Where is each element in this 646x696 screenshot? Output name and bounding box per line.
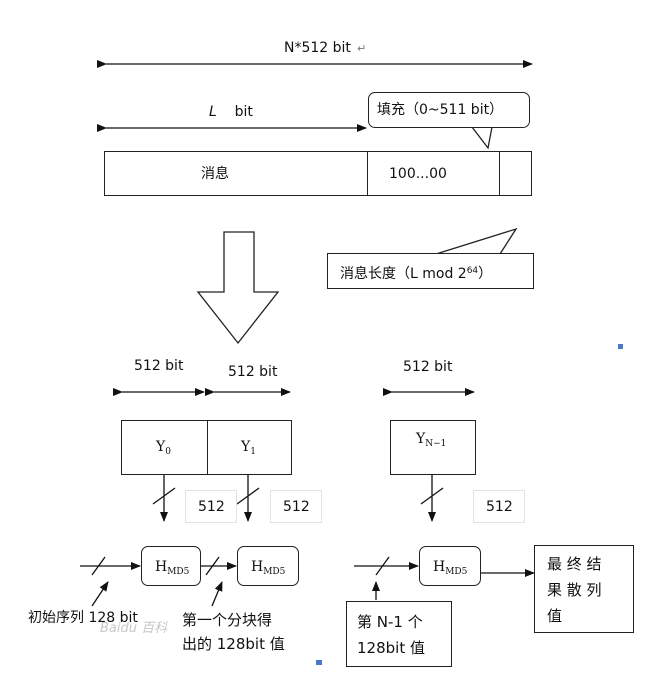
n1-box: 第 N-1 个 128bit 值 — [346, 601, 452, 667]
l-unit: bit — [234, 104, 253, 120]
l-length-label: L bit — [209, 104, 253, 120]
message-divider-2 — [499, 152, 501, 195]
n1-line-2: 128bit 值 — [357, 639, 425, 657]
length-callout-exp: 64 — [466, 266, 479, 276]
length-callout: 消息长度（L mod 264） — [327, 253, 534, 289]
first-output-pointer-arrow — [211, 581, 223, 607]
init-pointer-arrow — [91, 581, 109, 607]
block-size-label-0: 512 bit — [134, 358, 184, 374]
block-size-label-2: 512 bit — [403, 359, 453, 375]
length-callout-prefix: 消息长度（L mod 2 — [340, 266, 467, 282]
block-y0-label: Y0 — [156, 439, 171, 457]
init-vector-label: 初始序列 128 bit — [28, 610, 138, 626]
blue-marker-2 — [316, 660, 322, 665]
block-yn: YN−1 — [390, 420, 476, 475]
result-line-2: 果 散 列 — [547, 581, 602, 599]
n1-line-1: 第 N-1 个 — [357, 613, 423, 631]
result-line-1: 最 终 结 — [547, 555, 602, 573]
width-box-2: 512 — [473, 490, 525, 523]
watermark: Baidu 百科 — [100, 621, 168, 636]
first-output-line-2: 出的 128bit 值 — [182, 635, 285, 653]
l-symbol: L — [209, 104, 217, 120]
hmd5-box-1: HMD5 — [141, 546, 201, 586]
message-label: 消息 — [201, 166, 229, 182]
big-down-arrow — [196, 231, 280, 345]
width-box-1: 512 — [270, 490, 322, 523]
message-bar: 消息 100...00 — [104, 151, 532, 196]
result-box: 最 终 结 果 散 列 值 — [534, 545, 634, 633]
first-output-line-1: 第一个分块得 — [182, 611, 273, 629]
message-divider-1 — [367, 152, 369, 195]
hmd5-box-n: HMD5 — [419, 546, 481, 586]
block-y0-y1: Y0 Y1 — [121, 420, 292, 475]
result-line-3: 值 — [547, 607, 563, 625]
blue-marker-1 — [618, 344, 623, 349]
block-y1-label: Y1 — [241, 439, 256, 457]
padding-value: 100...00 — [389, 166, 447, 182]
block-divider — [207, 421, 209, 474]
paragraph-mark: ↵ — [357, 42, 367, 55]
hmd5-box-2: HMD5 — [237, 546, 299, 586]
length-callout-text: 消息长度（L mod 264） — [340, 263, 492, 282]
width-box-0: 512 — [185, 490, 237, 523]
padding-callout: 填充（0~511 bit） — [368, 92, 530, 128]
block-size-label-1: 512 bit — [228, 364, 278, 380]
total-length-label: N*512 bit — [284, 40, 351, 56]
block-yn-label: YN−1 — [416, 431, 447, 449]
padding-callout-text: 填充（0~511 bit） — [377, 102, 504, 118]
length-callout-suffix: ） — [478, 266, 493, 282]
